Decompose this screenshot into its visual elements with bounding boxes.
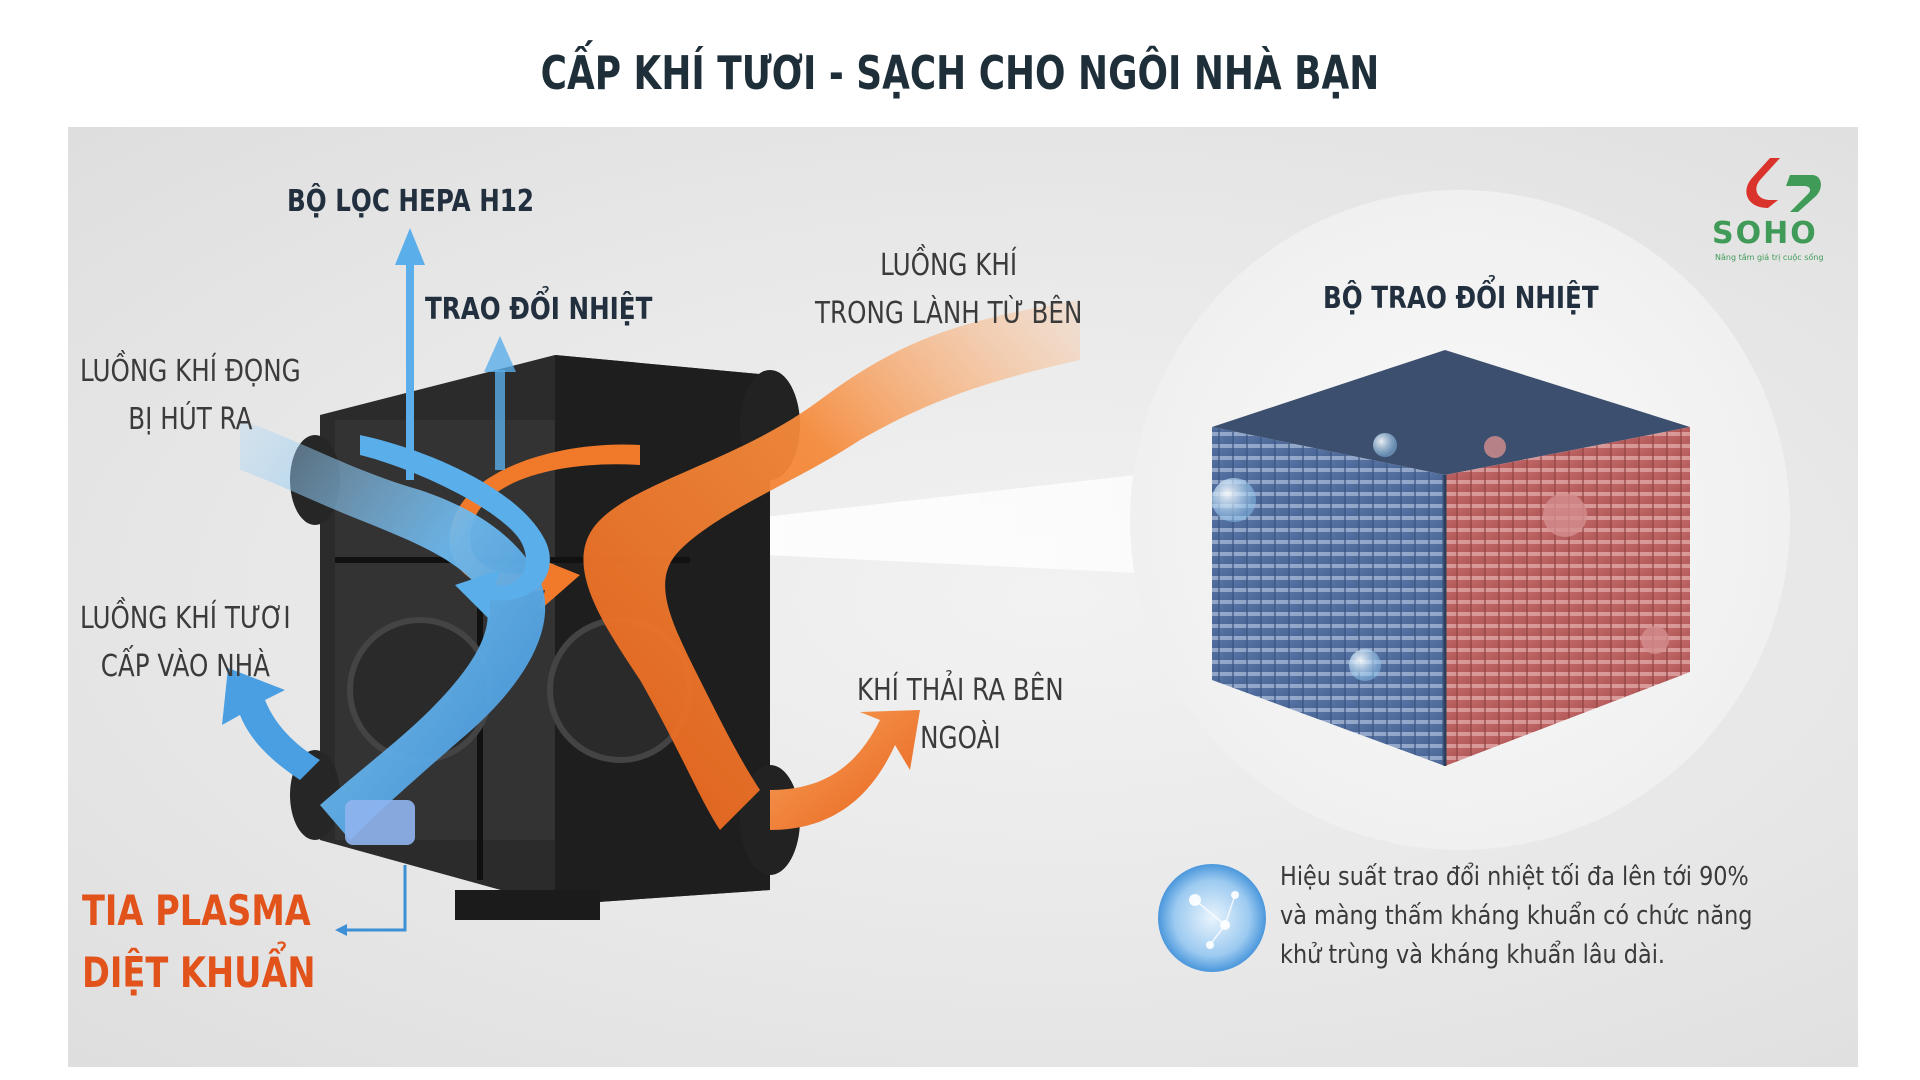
soho-logo-icon	[1746, 158, 1821, 212]
exhaust-label: KHÍ THẢI RA BÊN NGOÀI	[857, 667, 1064, 763]
plasma-module	[345, 800, 415, 845]
hepa-filter-label: BỘ LỌC HEPA H12	[287, 178, 534, 226]
efficiency-description: Hiệu suất trao đổi nhiệt tối đa lên tới …	[1280, 858, 1762, 975]
hepa-arrow-icon	[395, 228, 425, 265]
logo-slogan: Nâng tầm giá trị cuộc sống	[1715, 253, 1823, 262]
logo-name: SOHO	[1712, 216, 1818, 251]
exchanger-core-label: BỘ TRAO ĐỔI NHIỆT	[1323, 275, 1599, 323]
fresh-air-in-label: LUỒNG KHÍ TƯƠI CẤP VÀO NHÀ	[80, 595, 291, 691]
molecule-bubble-icon	[1158, 864, 1266, 972]
heat-exchange-arrow-icon	[484, 336, 516, 372]
stale-air-label: LUỒNG KHÍ ĐỌNG BỊ HÚT RA	[80, 348, 301, 444]
fresh-air-outside-label: LUỒNG KHÍ TRONG LÀNH TỪ BÊN	[815, 242, 1082, 338]
plasma-label: TIA PLASMA DIỆT KHUẨN	[82, 880, 316, 1004]
heat-exchange-label: TRAO ĐỔI NHIỆT	[425, 286, 652, 334]
plasma-pointer	[345, 865, 405, 930]
